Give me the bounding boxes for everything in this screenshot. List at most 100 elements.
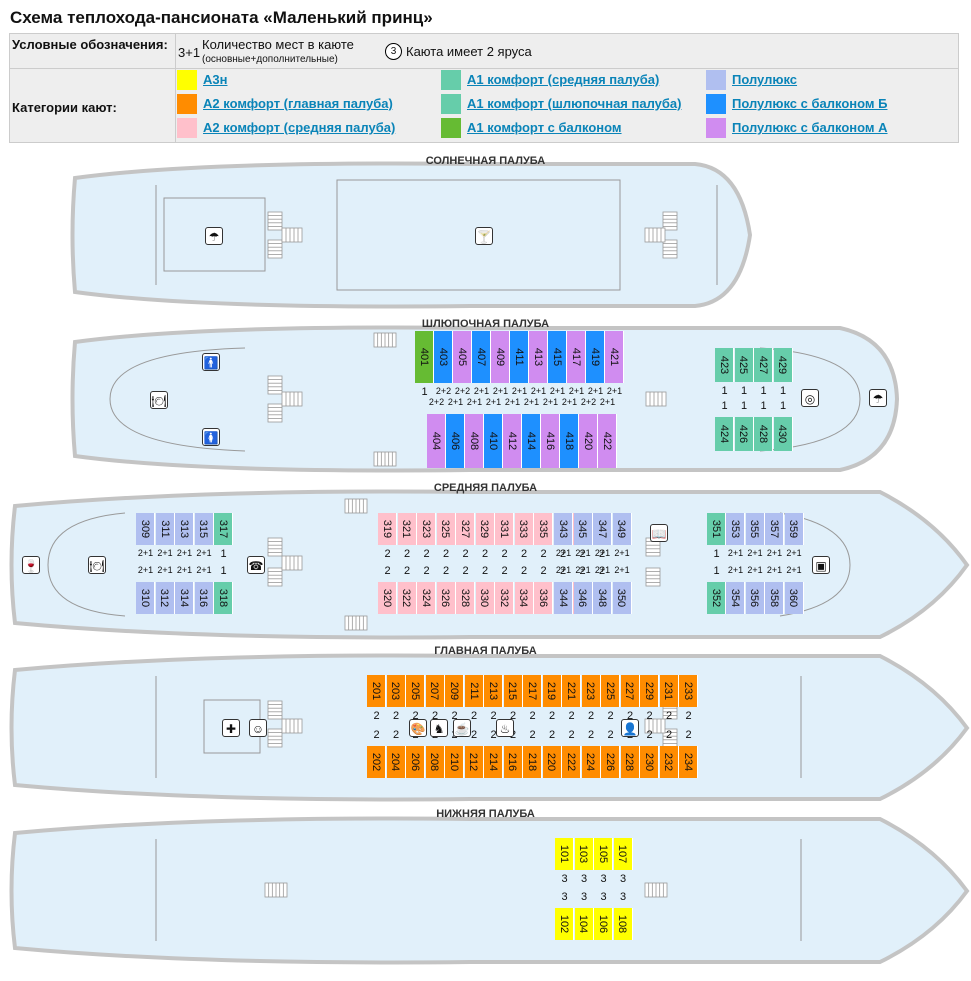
cabin-323[interactable]: 323 [417, 513, 436, 545]
cabin-101[interactable]: 101 [555, 838, 574, 870]
cabin-354[interactable]: 354 [726, 582, 745, 614]
cabin-202[interactable]: 202 [367, 746, 386, 778]
cabin-103[interactable]: 103 [574, 838, 594, 870]
cabin-414[interactable]: 414 [522, 414, 541, 468]
cabin-332[interactable]: 332 [495, 582, 514, 614]
cabin-106[interactable]: 106 [594, 908, 613, 940]
cabin-417[interactable]: 417 [567, 331, 586, 383]
cabin-213[interactable]: 213 [484, 675, 503, 707]
category-link-a2-middle[interactable]: А2 комфорт (средняя палуба) [203, 120, 396, 135]
cabin-317[interactable]: 317 [214, 513, 233, 545]
cabin-331[interactable]: 331 [495, 513, 514, 545]
cabin-224[interactable]: 224 [581, 746, 601, 778]
cabin-327[interactable]: 327 [456, 513, 475, 545]
cabin-335[interactable]: 335 [534, 513, 553, 545]
category-link-a1-middle[interactable]: А1 комфорт (средняя палуба) [467, 72, 660, 87]
cabin-408[interactable]: 408 [465, 414, 484, 468]
cabin-319[interactable]: 319 [378, 513, 397, 545]
cabin-409[interactable]: 409 [491, 331, 510, 383]
cabin-418[interactable]: 418 [560, 414, 579, 468]
cabin-212[interactable]: 212 [464, 746, 484, 778]
cabin-360[interactable]: 360 [784, 582, 804, 614]
category-link-a3n[interactable]: А3н [203, 72, 228, 87]
cabin-214[interactable]: 214 [484, 746, 503, 778]
cabin-220[interactable]: 220 [542, 746, 562, 778]
cabin-348[interactable]: 348 [593, 582, 612, 614]
cabin-320[interactable]: 320 [378, 582, 397, 614]
cabin-412[interactable]: 412 [503, 414, 522, 468]
cabin-353[interactable]: 353 [726, 513, 745, 545]
cabin-401[interactable]: 401 [415, 331, 434, 383]
cabin-336[interactable]: 336 [534, 582, 553, 614]
cabin-427[interactable]: 427 [754, 348, 773, 382]
cabin-321[interactable]: 321 [397, 513, 417, 545]
cabin-209[interactable]: 209 [445, 675, 464, 707]
cabin-329[interactable]: 329 [475, 513, 495, 545]
cabin-423[interactable]: 423 [715, 348, 734, 382]
cabin-322[interactable]: 322 [397, 582, 417, 614]
cabin-334[interactable]: 334 [514, 582, 534, 614]
category-link-semi-lux-balcony-a[interactable]: Полулюкс с балконом А [732, 120, 888, 135]
cabin-359[interactable]: 359 [784, 513, 804, 545]
cabin-105[interactable]: 105 [594, 838, 613, 870]
cabin-318[interactable]: 318 [214, 582, 233, 614]
cabin-104[interactable]: 104 [574, 908, 594, 940]
cabin-425[interactable]: 425 [734, 348, 754, 382]
category-link-a1-balcony[interactable]: А1 комфорт с балконом [467, 120, 622, 135]
cabin-315[interactable]: 315 [194, 513, 214, 545]
cabin-316[interactable]: 316 [194, 582, 214, 614]
cabin-415[interactable]: 415 [548, 331, 567, 383]
cabin-233[interactable]: 233 [679, 675, 698, 707]
cabin-351[interactable]: 351 [707, 513, 726, 545]
cabin-413[interactable]: 413 [529, 331, 548, 383]
cabin-310[interactable]: 310 [136, 582, 155, 614]
cabin-350[interactable]: 350 [612, 582, 632, 614]
category-link-a2-main[interactable]: А2 комфорт (главная палуба) [203, 96, 393, 111]
cabin-426[interactable]: 426 [734, 417, 754, 451]
cabin-107[interactable]: 107 [613, 838, 633, 870]
cabin-211[interactable]: 211 [464, 675, 484, 707]
cabin-333[interactable]: 333 [514, 513, 534, 545]
cabin-218[interactable]: 218 [523, 746, 542, 778]
cabin-419[interactable]: 419 [586, 331, 605, 383]
cabin-347[interactable]: 347 [593, 513, 612, 545]
cabin-232[interactable]: 232 [659, 746, 679, 778]
cabin-230[interactable]: 230 [640, 746, 659, 778]
cabin-424[interactable]: 424 [715, 417, 734, 451]
cabin-215[interactable]: 215 [503, 675, 523, 707]
cabin-422[interactable]: 422 [598, 414, 617, 468]
cabin-227[interactable]: 227 [620, 675, 640, 707]
cabin-421[interactable]: 421 [605, 331, 624, 383]
cabin-228[interactable]: 228 [620, 746, 640, 778]
cabin-352[interactable]: 352 [707, 582, 726, 614]
cabin-326[interactable]: 326 [436, 582, 456, 614]
cabin-330[interactable]: 330 [475, 582, 495, 614]
cabin-102[interactable]: 102 [555, 908, 574, 940]
cabin-207[interactable]: 207 [425, 675, 445, 707]
cabin-356[interactable]: 356 [745, 582, 765, 614]
cabin-203[interactable]: 203 [386, 675, 406, 707]
cabin-314[interactable]: 314 [175, 582, 194, 614]
cabin-210[interactable]: 210 [445, 746, 464, 778]
cabin-223[interactable]: 223 [581, 675, 601, 707]
cabin-429[interactable]: 429 [773, 348, 793, 382]
cabin-201[interactable]: 201 [367, 675, 386, 707]
cabin-205[interactable]: 205 [406, 675, 425, 707]
cabin-345[interactable]: 345 [573, 513, 593, 545]
cabin-428[interactable]: 428 [754, 417, 773, 451]
cabin-349[interactable]: 349 [612, 513, 632, 545]
cabin-225[interactable]: 225 [601, 675, 620, 707]
category-link-semi-lux-balcony-b[interactable]: Полулюкс с балконом Б [732, 96, 888, 111]
cabin-311[interactable]: 311 [155, 513, 175, 545]
cabin-343[interactable]: 343 [554, 513, 573, 545]
cabin-222[interactable]: 222 [562, 746, 581, 778]
cabin-420[interactable]: 420 [579, 414, 598, 468]
cabin-405[interactable]: 405 [453, 331, 472, 383]
cabin-234[interactable]: 234 [679, 746, 698, 778]
cabin-325[interactable]: 325 [436, 513, 456, 545]
cabin-226[interactable]: 226 [601, 746, 620, 778]
cabin-346[interactable]: 346 [573, 582, 593, 614]
cabin-206[interactable]: 206 [406, 746, 425, 778]
cabin-430[interactable]: 430 [773, 417, 793, 451]
cabin-328[interactable]: 328 [456, 582, 475, 614]
